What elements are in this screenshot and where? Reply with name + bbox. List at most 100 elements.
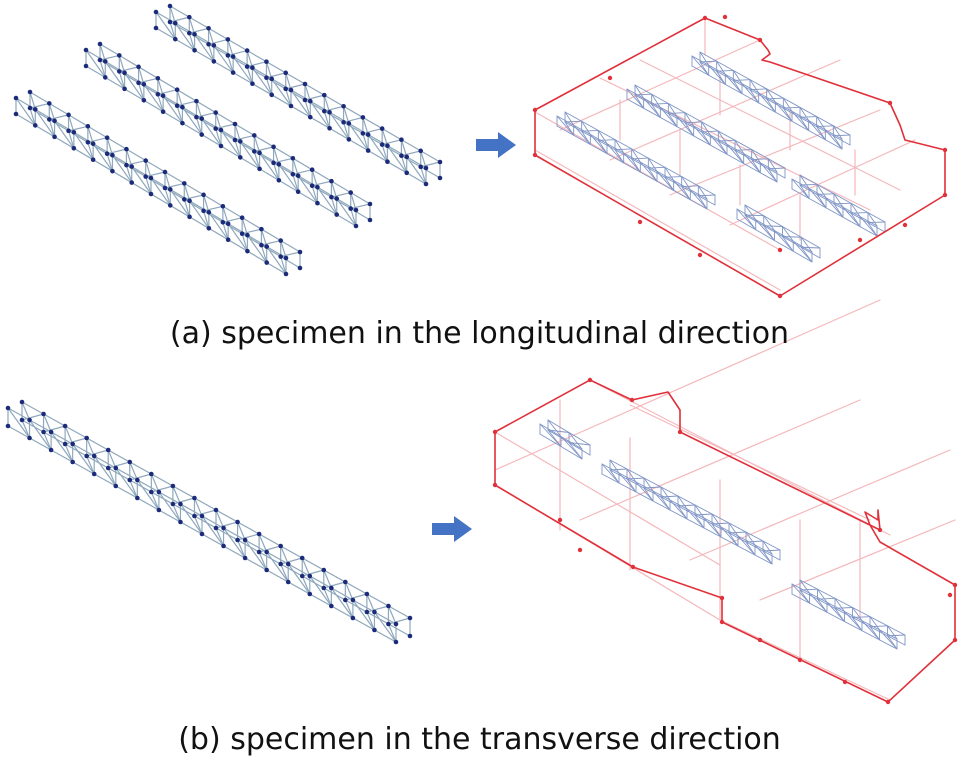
truss-diagonal — [164, 171, 171, 191]
box-corner-node — [607, 75, 613, 81]
truss-diagonal — [832, 134, 851, 137]
truss-node — [372, 627, 377, 633]
truss-diagonal — [844, 611, 863, 632]
truss-diagonal — [215, 127, 222, 147]
truss-node — [329, 603, 334, 609]
truss-node — [52, 134, 57, 140]
truss-diagonal — [816, 125, 834, 128]
truss-diagonal — [195, 100, 203, 120]
truss-diagonal — [726, 143, 745, 165]
truss-diagonal — [643, 487, 654, 502]
truss-diagonal — [832, 135, 843, 150]
truss-node — [90, 141, 96, 147]
truss-node — [271, 144, 276, 150]
truss-node — [143, 158, 149, 163]
truss-node — [393, 621, 399, 627]
truss-node — [264, 260, 270, 265]
truss-diagonal — [736, 208, 757, 231]
truss-diagonal — [188, 16, 196, 35]
truss-diagonal — [782, 226, 794, 242]
truss-node — [256, 531, 262, 537]
truss-node — [329, 194, 334, 200]
truss-diagonal — [99, 59, 106, 79]
box-inner-frame — [609, 59, 841, 161]
truss-diagonal — [755, 219, 775, 241]
truss-chord — [791, 188, 878, 237]
truss-node — [278, 254, 284, 259]
truss-diagonal — [626, 477, 645, 480]
truss-node — [264, 59, 269, 65]
truss-diagonal — [651, 93, 661, 108]
truss-diagonal — [272, 146, 280, 165]
box-corner-node — [885, 699, 891, 705]
truss-diagonal — [660, 495, 679, 498]
truss-diagonal — [651, 102, 669, 105]
truss-diagonal — [699, 51, 710, 66]
truss-diagonal — [547, 429, 570, 433]
truss-diagonal — [72, 443, 95, 475]
truss-node — [41, 411, 46, 417]
box-corner-node — [942, 147, 948, 153]
truss-diagonal — [280, 255, 287, 275]
truss-diagonal — [183, 194, 205, 201]
truss-node — [66, 128, 71, 134]
truss-node — [153, 9, 159, 15]
truss-diagonal — [614, 149, 625, 164]
truss-diagonal — [651, 103, 661, 118]
truss-diagonal — [834, 607, 853, 609]
truss-diagonal — [145, 159, 152, 179]
truss-diagonal — [833, 202, 852, 205]
truss-node — [423, 181, 429, 187]
panel-b-transverse — [5, 299, 958, 705]
truss-diagonal — [215, 521, 239, 529]
truss-node — [239, 231, 245, 237]
truss-diagonal — [834, 607, 845, 622]
truss-node — [230, 70, 236, 75]
truss-diagonal — [258, 551, 268, 571]
truss-diagonal — [799, 106, 810, 122]
truss-diagonal — [234, 139, 241, 159]
truss-node — [271, 160, 276, 166]
truss-node — [149, 489, 154, 495]
truss-diagonal — [258, 152, 280, 181]
truss-node — [141, 81, 147, 87]
truss-node — [242, 537, 248, 543]
truss-node — [307, 591, 313, 597]
truss-node — [129, 180, 135, 185]
truss-diagonal — [311, 180, 333, 187]
truss-diagonal — [626, 468, 637, 483]
truss-diagonal — [137, 77, 159, 84]
truss-diagonal — [887, 634, 906, 637]
truss-node — [124, 162, 129, 168]
truss-node — [321, 585, 327, 591]
truss-diagonal — [677, 504, 696, 507]
truss-node — [343, 597, 348, 603]
truss-node — [239, 215, 245, 221]
truss-diagonal — [213, 44, 234, 74]
truss-diagonal — [744, 214, 757, 231]
truss-node — [13, 95, 19, 101]
box-corner-node — [557, 517, 563, 523]
box-corner-node — [630, 564, 636, 570]
truss-node — [404, 170, 410, 176]
truss-node — [148, 191, 154, 197]
box-corner-node — [532, 152, 538, 158]
truss-diagonal — [241, 228, 263, 235]
truss-diagonal — [150, 485, 174, 493]
truss-diagonal — [701, 121, 711, 136]
truss-diagonal — [609, 469, 620, 484]
truss-diagonal — [366, 593, 376, 613]
truss-diagonal — [647, 157, 658, 172]
truss-node — [116, 69, 122, 74]
truss-diagonal — [879, 629, 898, 650]
truss-node — [367, 217, 373, 223]
truss-node — [149, 471, 154, 477]
truss-diagonal — [42, 413, 52, 433]
truss-node — [62, 423, 68, 429]
box-corner-node — [702, 15, 708, 21]
truss-diagonal — [681, 185, 699, 188]
truss-diagonal — [292, 173, 299, 193]
truss — [556, 111, 716, 210]
truss-diagonal — [272, 162, 280, 181]
truss-node — [13, 111, 19, 117]
